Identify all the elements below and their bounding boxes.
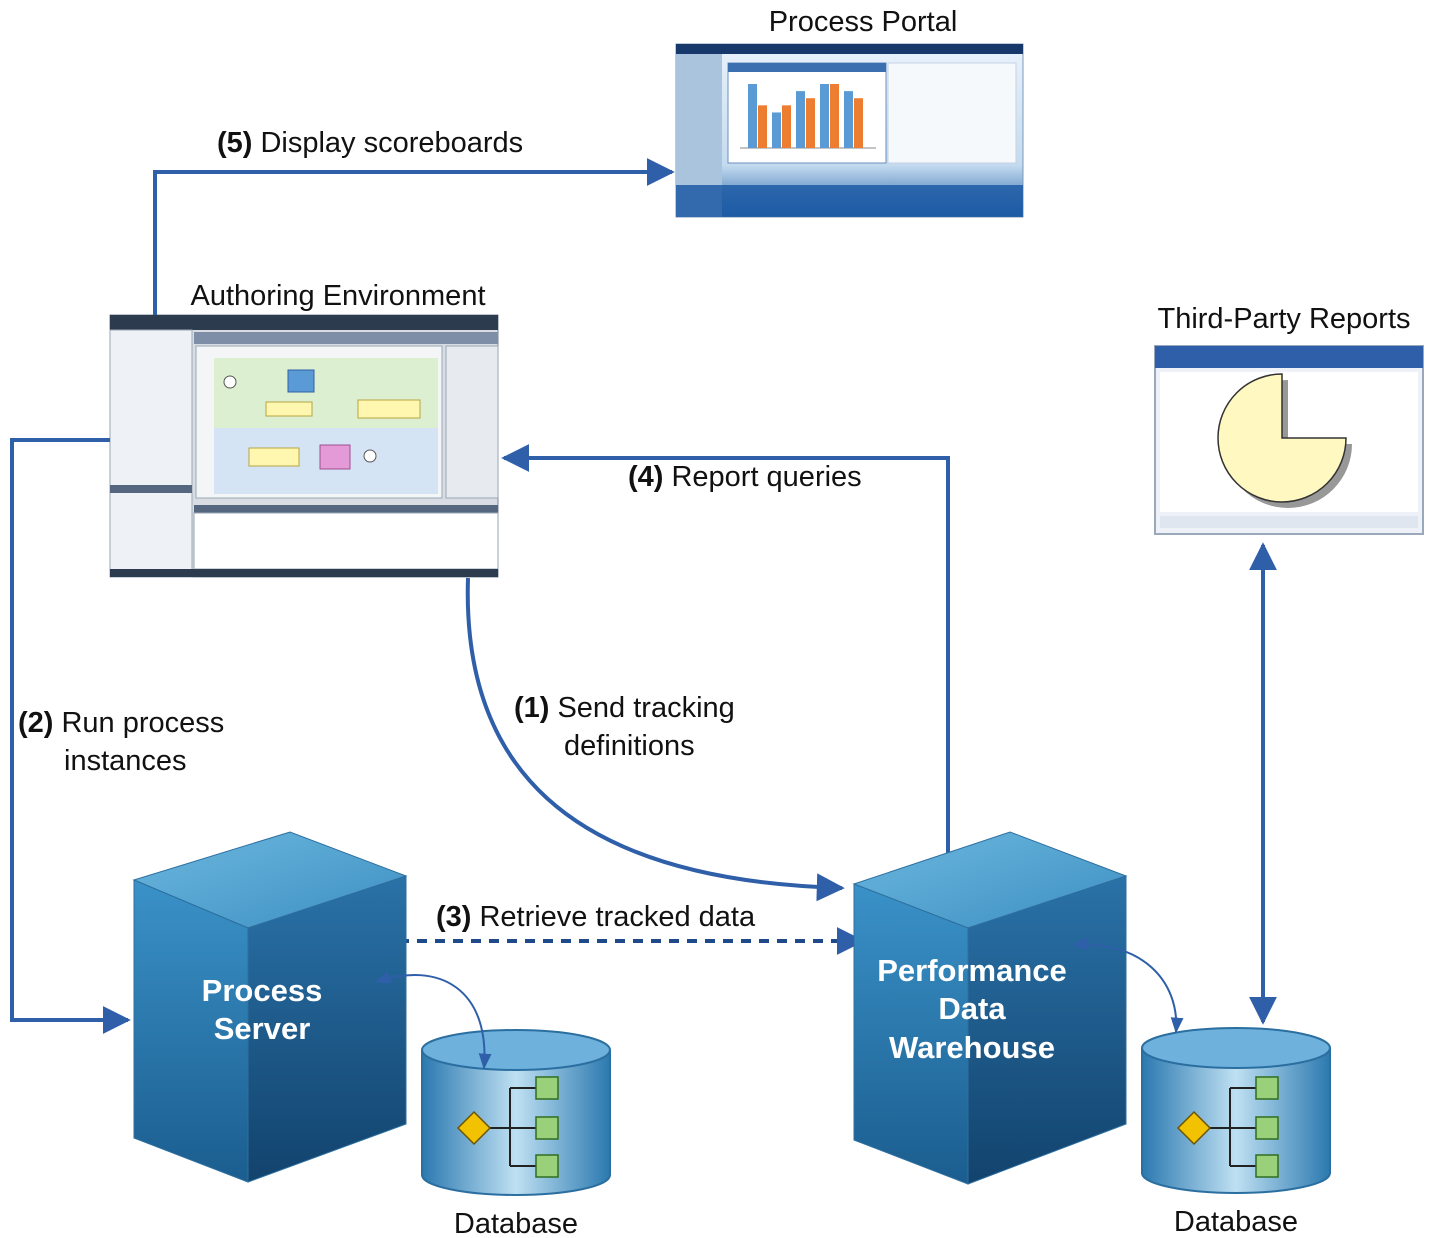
database-left-tree-icon [456,1076,559,1178]
process-portal-title: Process Portal [769,6,958,38]
label-display-scoreboards: (5)Display scoreboards [217,127,523,159]
step-4: (4) [628,461,663,493]
portal-bar [758,105,767,148]
portal-bar [772,112,781,148]
pdw-label-3: Warehouse [889,1030,1055,1065]
edge-run-process-instances: (2)Run process instances [10,438,224,1034]
step-1-text-1: Send tracking [557,692,734,724]
performance-data-warehouse: Performance Data Warehouse [852,831,1128,1185]
label-retrieve-tracked-data: (3)Retrieve tracked data [436,901,756,933]
portal-bar-chart [740,84,876,149]
process-server-label-1: Process [202,973,323,1008]
step-4-text: Report queries [671,461,861,493]
edge-display-scoreboards: (5)Display scoreboards [153,127,675,315]
arrow-report-queries [501,444,950,858]
arrow-pdw-database [1072,937,1184,1034]
arrow-process-server-database [374,971,492,1070]
third-party-reports-window [1154,345,1424,535]
third-party-pie-chart [1217,373,1352,508]
portal-bar [796,91,805,148]
label-run-process-line1: (2)Run process [18,707,224,739]
portal-bar [782,105,791,148]
database-right-tree-icon [1176,1076,1279,1178]
edge-send-tracking-definitions: (1)Send tracking definitions [465,577,845,902]
step-3: (3) [436,901,471,933]
database-left-label: Database [454,1208,578,1238]
portal-bar [748,84,757,148]
process-portal: Process Portal [675,6,1024,218]
process-portal-screenshot [675,43,1024,218]
authoring-environment: Authoring Environment [109,280,499,578]
portal-bar [820,84,829,148]
portal-bar [854,98,863,148]
arrow-run-process-instances [10,438,131,1034]
authoring-environment-screenshot [109,314,499,578]
arrow-send-tracking-definitions [465,577,845,902]
process-server: Process Server [132,831,408,1183]
database-left: Database [421,1029,611,1238]
step-3-text: Retrieve tracked data [479,901,756,933]
arrow-display-scoreboards [153,158,675,315]
edge-retrieve-tracked-data: (3)Retrieve tracked data [342,901,865,955]
pdw-label-1: Performance [877,953,1067,988]
step-2: (2) [18,707,53,739]
portal-bar [830,84,839,148]
edge-report-queries: (4)Report queries [501,444,950,858]
portal-bar [844,91,853,148]
database-right-label: Database [1174,1206,1298,1238]
step-2-text-1: Run process [61,707,224,739]
label-report-queries: (4)Report queries [628,461,862,493]
process-server-label-2: Server [214,1011,311,1046]
third-party-reports-title: Third-Party Reports [1157,303,1410,335]
portal-bar [806,98,815,148]
authoring-environment-title: Authoring Environment [191,280,486,312]
step-5: (5) [217,127,252,159]
pdw-label-2: Data [938,991,1006,1026]
pie-slice [1217,373,1347,503]
label-send-tracking-line1: (1)Send tracking [514,692,735,724]
third-party-reports: Third-Party Reports [1154,303,1424,535]
database-right: Database [1141,1027,1331,1238]
step-1: (1) [514,692,549,724]
label-run-process-line2: instances [64,745,187,777]
label-send-tracking-line2: definitions [564,730,695,762]
step-5-text: Display scoreboards [260,127,523,159]
